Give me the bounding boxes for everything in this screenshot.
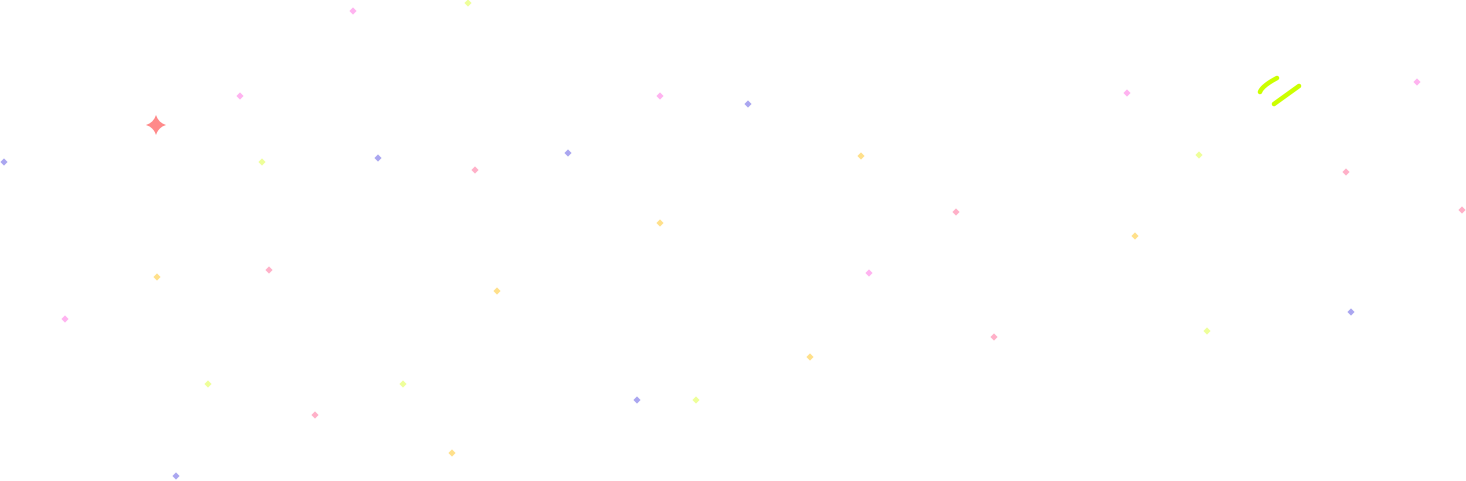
diamond-dot-icon	[744, 100, 752, 108]
diamond-dot-icon	[399, 380, 407, 388]
diamond-dot-icon	[204, 380, 212, 388]
diamond-dot-icon	[1203, 327, 1211, 335]
double-slash-streak-icon	[1271, 83, 1302, 107]
diamond-dot-icon	[656, 92, 664, 100]
diamond-dot-icon	[990, 333, 998, 341]
diamond-dot-icon	[1413, 78, 1421, 86]
diamond-dot-icon	[806, 353, 814, 361]
diamond-dot-icon	[493, 287, 501, 295]
diamond-dot-icon	[1342, 168, 1350, 176]
diamond-dot-icon	[464, 0, 472, 7]
diamond-dot-icon	[0, 158, 8, 166]
diamond-dot-icon	[471, 166, 479, 174]
diamond-dot-icon	[865, 269, 873, 277]
diamond-dot-icon	[656, 219, 664, 227]
diamond-dot-icon	[153, 273, 161, 281]
diamond-dot-icon	[311, 411, 319, 419]
sparkle-icon	[146, 115, 166, 135]
diamond-dot-icon	[1131, 232, 1139, 240]
diamond-dot-icon	[258, 158, 266, 166]
double-slash-streak-icon	[1257, 75, 1280, 95]
diamond-dot-icon	[1195, 151, 1203, 159]
diamond-dot-icon	[857, 152, 865, 160]
diamond-dot-icon	[374, 154, 382, 162]
four-point-star-icon	[146, 115, 166, 135]
diamond-dot-icon	[448, 449, 456, 457]
diamond-dot-icon	[349, 7, 357, 15]
diamond-dot-icon	[265, 266, 273, 274]
diamond-dot-icon	[692, 396, 700, 404]
diamond-dot-icon	[1347, 308, 1355, 316]
diamond-dot-icon	[952, 208, 960, 216]
diamond-dot-icon	[61, 315, 69, 323]
diamond-dot-icon	[1458, 206, 1466, 214]
streak-icon	[1257, 75, 1302, 107]
diamond-dot-icon	[236, 92, 244, 100]
diamond-dot-icon	[564, 149, 572, 157]
diamond-dot-icon	[1123, 89, 1131, 97]
diamond-dot-icon	[172, 472, 180, 480]
diamond-dot-icon	[633, 396, 641, 404]
